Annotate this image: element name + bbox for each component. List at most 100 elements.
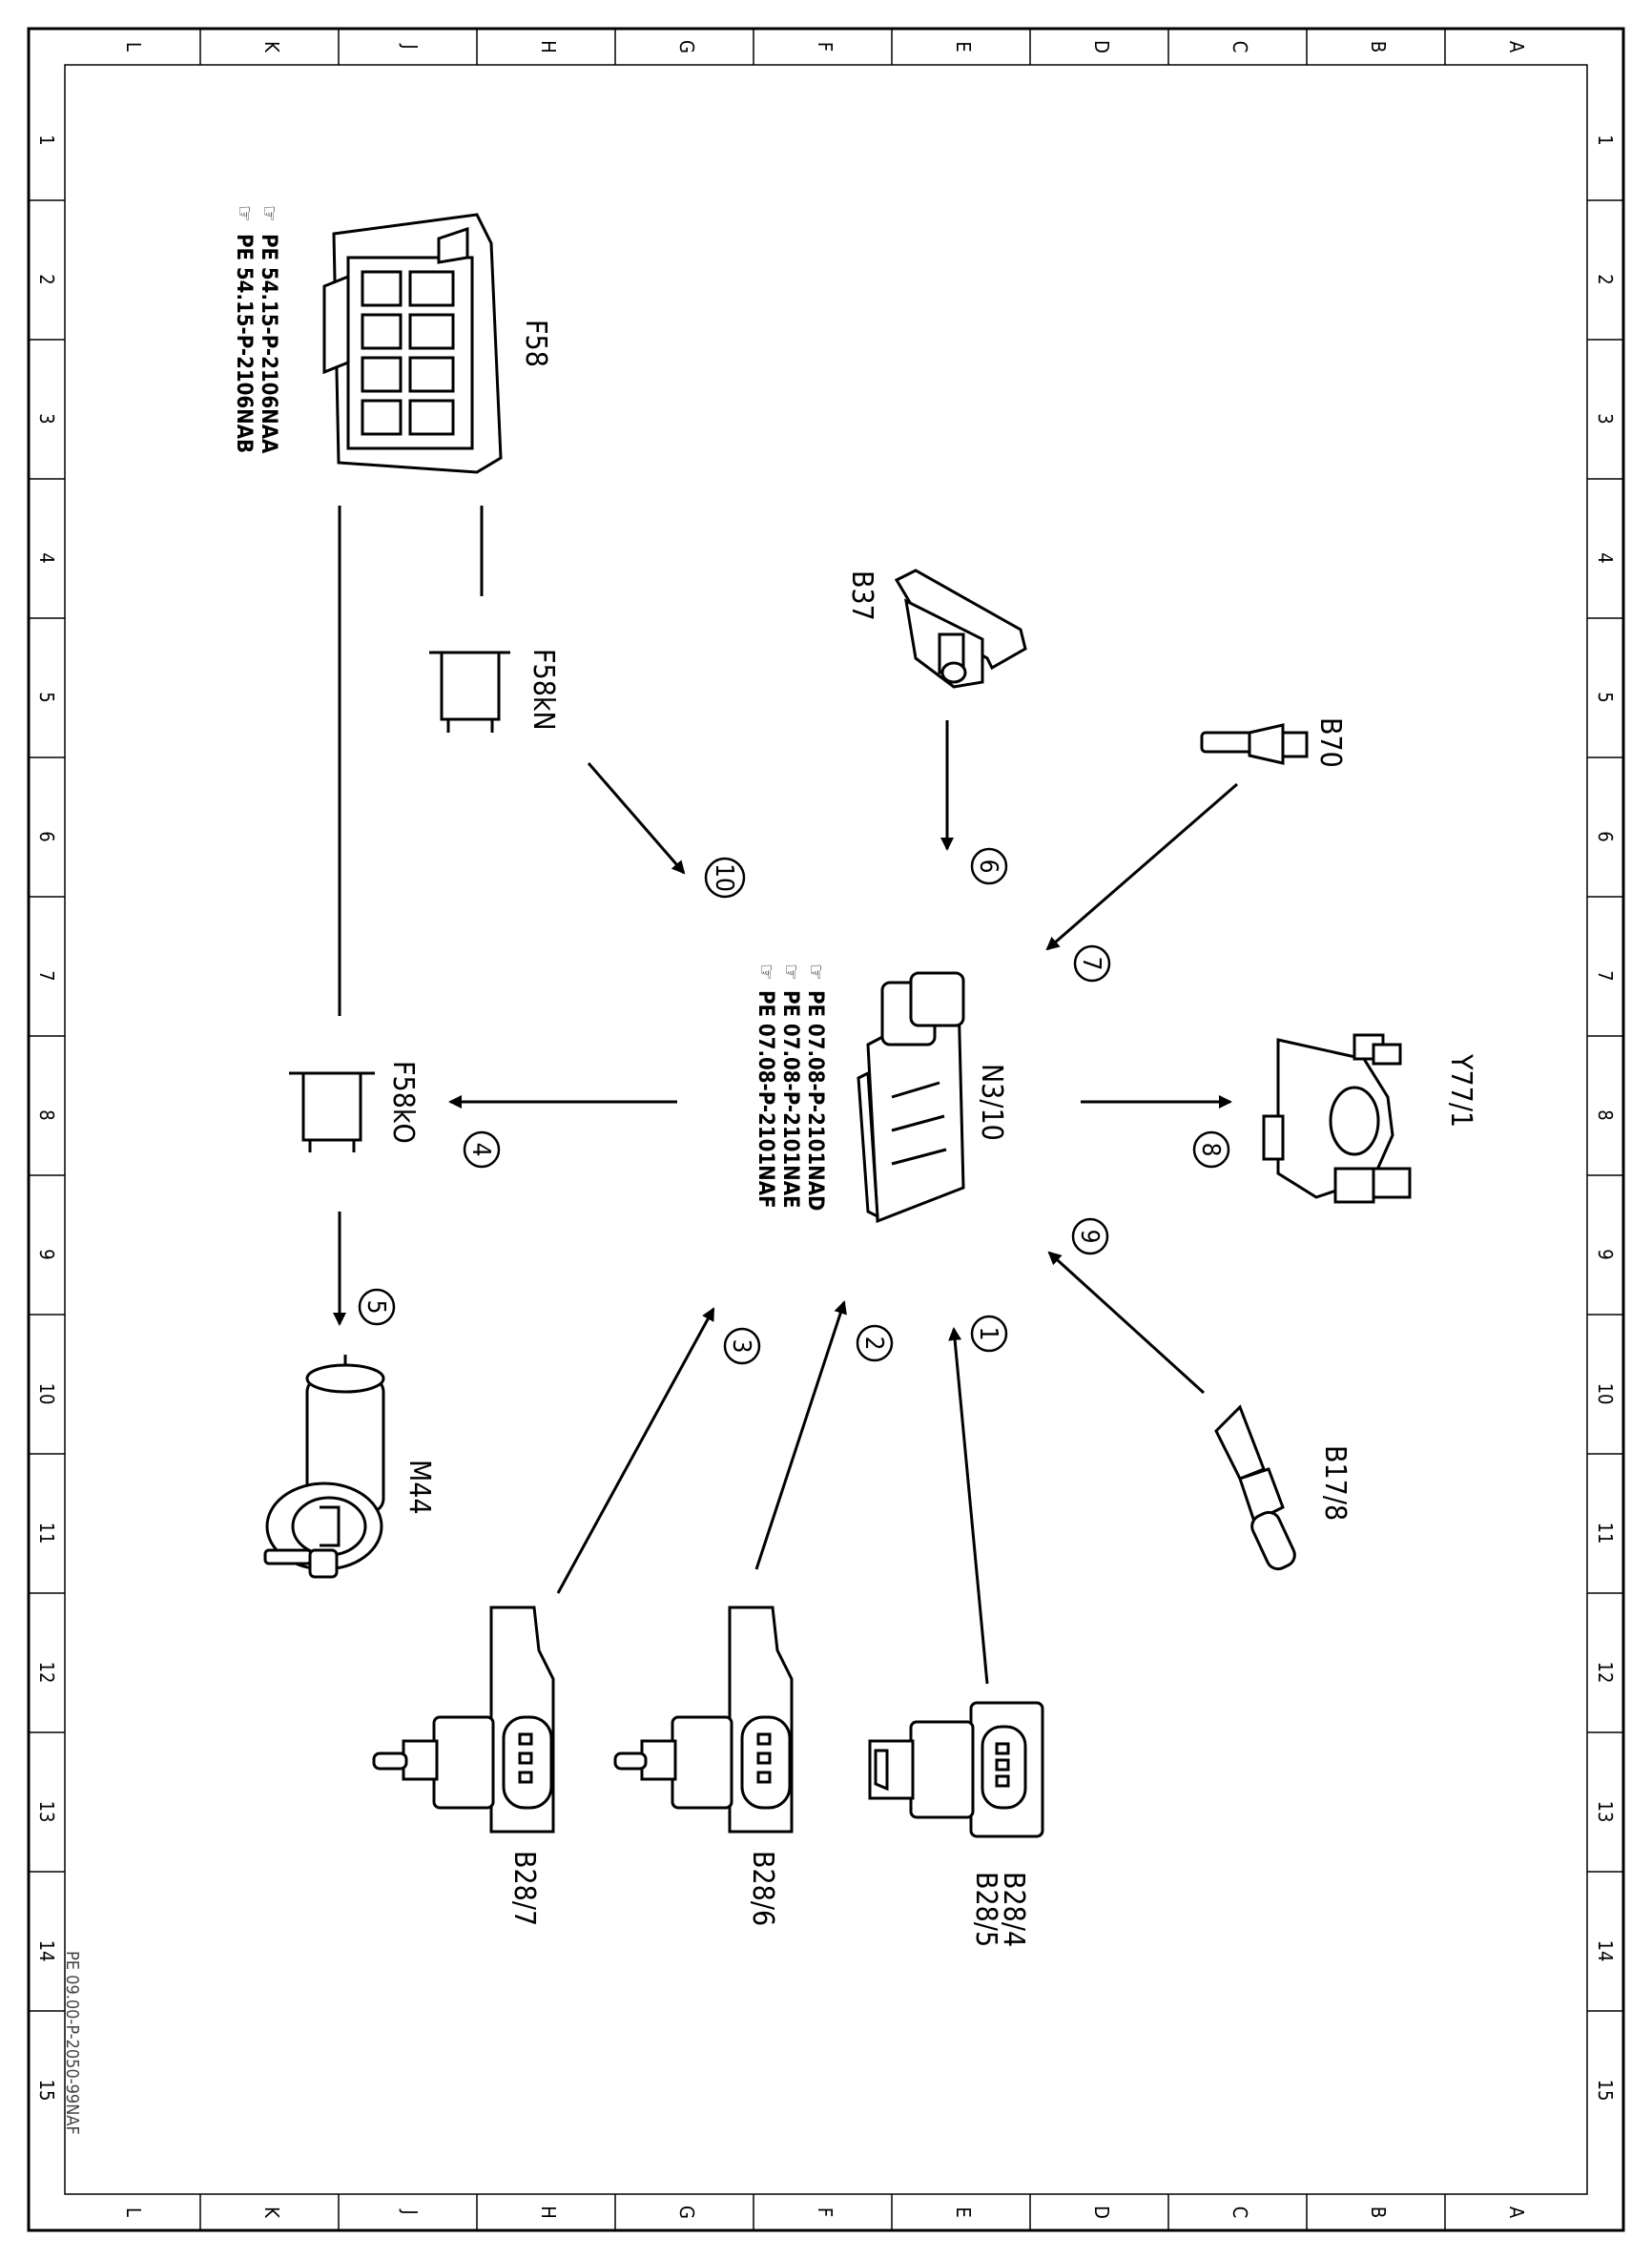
b28-4-label: B28/4 — [997, 1872, 1030, 1947]
row-numbers-left: 1 2 3 4 5 6 7 8 9 10 11 12 13 14 15 — [35, 135, 58, 2101]
row-number: 14 — [1594, 1940, 1617, 1962]
row-number: 15 — [35, 2080, 58, 2102]
row-number: 4 — [35, 552, 58, 563]
arrow-1 — [948, 1327, 989, 1685]
pointing-hand-icon: ☞ — [803, 964, 827, 981]
col-letter: A — [1505, 2207, 1528, 2219]
signal-number: 3 — [727, 1339, 755, 1354]
signal-marker-10: 10 — [704, 857, 746, 899]
arrow-3 — [556, 1307, 715, 1594]
f58-label: F58 — [519, 320, 552, 367]
signal-arrows — [333, 720, 1238, 1685]
col-letter: F — [814, 42, 836, 52]
n3-10-ref: PE 07.08-P-2101NAD — [803, 990, 827, 1211]
row-number: 9 — [35, 1249, 58, 1259]
row-number: 3 — [35, 413, 58, 424]
row-number: 10 — [35, 1383, 58, 1405]
column-letters-top: L K J H G F E D C B A — [122, 40, 1528, 53]
signal-marker-1: 1 — [970, 1315, 1008, 1353]
signal-number-markers: 1 2 3 4 5 6 7 8 9 10 — [358, 847, 1230, 1365]
b28-4-b28-5-sensor — [868, 1701, 1044, 1838]
col-letter: F — [814, 2207, 836, 2217]
row-number: 5 — [35, 692, 58, 702]
col-letter: B — [1367, 41, 1390, 52]
row-number: 13 — [35, 1801, 58, 1823]
f58kn-label: F58kN — [527, 649, 560, 731]
b28-7-label: B28/7 — [507, 1851, 541, 1926]
row-number: 1 — [35, 135, 58, 145]
drawing-frame — [27, 27, 1625, 2232]
f58-ref: PE 54.15-P-2106NAB — [232, 234, 256, 453]
signal-marker-8: 8 — [1192, 1130, 1230, 1169]
row-number: 11 — [1594, 1523, 1617, 1544]
signal-number: 10 — [710, 863, 738, 892]
arrow-2 — [754, 1300, 847, 1570]
row-number: 6 — [35, 831, 58, 841]
row-number: 6 — [1594, 831, 1617, 841]
col-letter: G — [675, 2206, 698, 2219]
f58-ref: PE 54.15-P-2106NAA — [257, 234, 280, 454]
n3-10-references: ☞ ☞ ☞ PE 07.08-P-2101NAD PE 07.08-P-2101… — [754, 964, 827, 1211]
f58kn-relay — [429, 651, 510, 733]
row-numbers-right: 1 2 3 4 5 6 7 8 9 10 11 12 13 14 15 — [1594, 135, 1617, 2101]
y77-1-label: Y77/1 — [1444, 1053, 1477, 1128]
row-number: 8 — [1594, 1109, 1617, 1120]
signal-number: 7 — [1077, 957, 1105, 971]
signal-number: 9 — [1075, 1230, 1104, 1244]
col-letter: D — [1090, 2206, 1113, 2219]
signal-number: 8 — [1196, 1143, 1225, 1157]
col-letter: E — [952, 2207, 975, 2217]
row-number: 12 — [35, 1662, 58, 1684]
col-letter: E — [952, 41, 975, 52]
signal-number: 2 — [859, 1337, 888, 1351]
n3-10-ref: PE 07.08-P-2101NAE — [778, 990, 802, 1209]
column-letters-bottom: L K J H G F E D C B A — [122, 2206, 1528, 2219]
document-id: PE 09.00-P-2050-99NAF — [62, 1951, 82, 2135]
signal-number: 5 — [361, 1300, 390, 1315]
col-letter: D — [1090, 40, 1113, 53]
row-number: 10 — [1594, 1383, 1617, 1405]
col-letter: L — [122, 42, 145, 52]
col-letter: G — [675, 40, 698, 53]
signal-number: 1 — [974, 1327, 1002, 1341]
signal-number: 6 — [974, 860, 1002, 874]
row-number: 13 — [1594, 1801, 1617, 1823]
row-number: 12 — [1594, 1662, 1617, 1684]
row-number: 5 — [1594, 692, 1617, 702]
y77-1-valve — [1262, 1033, 1412, 1204]
row-number: 14 — [35, 1940, 58, 1962]
signal-marker-3: 3 — [723, 1327, 761, 1365]
pointing-hand-icon: ☞ — [232, 205, 256, 222]
m44-label: M44 — [403, 1460, 436, 1515]
row-number: 7 — [1594, 970, 1617, 981]
pointing-hand-icon: ☞ — [754, 964, 777, 981]
b70-label: B70 — [1313, 717, 1347, 768]
f58-fuse-relay-box — [322, 213, 503, 474]
signal-marker-7: 7 — [1073, 944, 1111, 983]
col-letter: J — [399, 43, 422, 49]
n3-10-label: N3/10 — [975, 1064, 1008, 1141]
pointing-hand-icon: ☞ — [778, 964, 802, 981]
arrow-10 — [587, 762, 686, 875]
b28-5-label: B28/5 — [969, 1872, 1002, 1947]
m44-pump — [263, 1355, 385, 1579]
row-number: 4 — [1594, 552, 1617, 563]
row-number: 2 — [1594, 274, 1617, 284]
signal-marker-6: 6 — [970, 847, 1008, 885]
f58ko-label: F58kO — [386, 1061, 420, 1144]
b37-label: B37 — [845, 570, 878, 621]
arrow-7 — [1045, 782, 1238, 951]
n3-10-control-unit — [857, 971, 965, 1224]
col-letter: B — [1367, 2207, 1390, 2218]
col-letter: H — [537, 40, 560, 53]
row-number: 11 — [35, 1523, 58, 1544]
row-number: 9 — [1594, 1249, 1617, 1259]
b17-8-label: B17/8 — [1318, 1445, 1352, 1521]
col-letter: H — [537, 2206, 560, 2219]
row-number: 8 — [35, 1109, 58, 1120]
col-letter: C — [1229, 2207, 1251, 2219]
f58-references: ☞ ☞ PE 54.15-P-2106NAA PE 54.15-P-2106NA… — [232, 205, 280, 454]
col-letter: A — [1505, 41, 1528, 53]
b37-sensor — [894, 569, 1027, 689]
